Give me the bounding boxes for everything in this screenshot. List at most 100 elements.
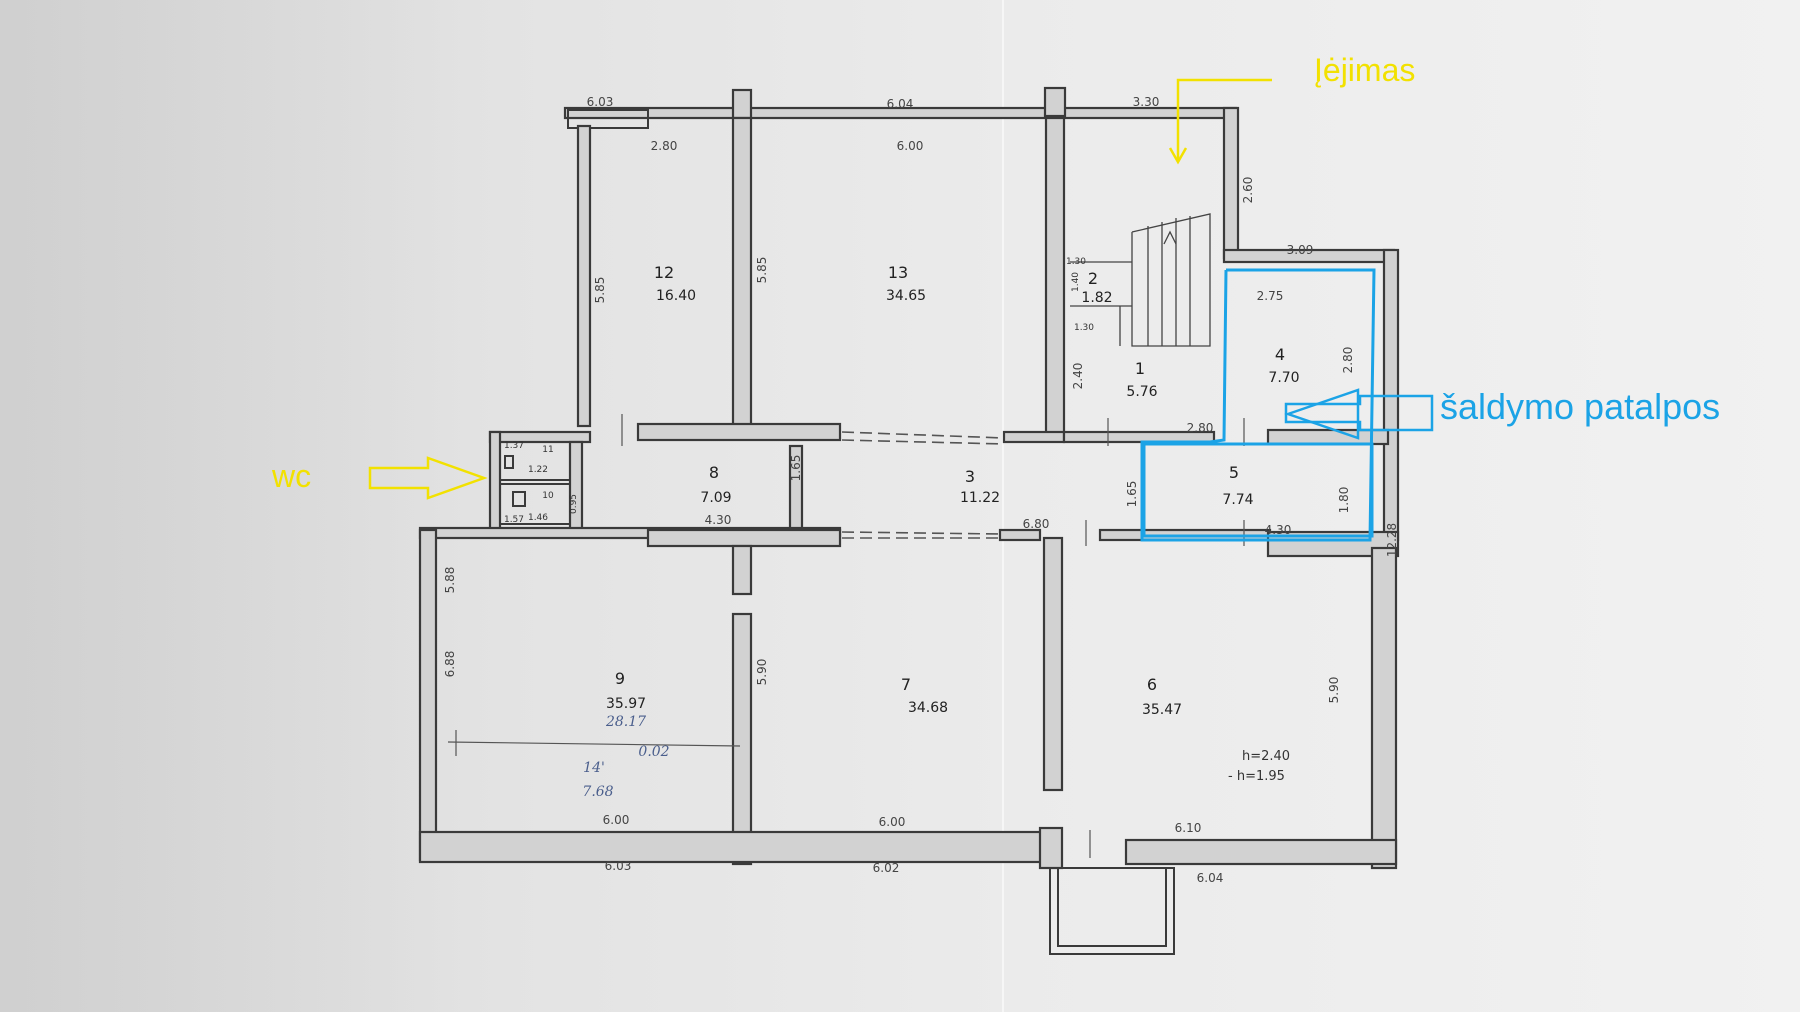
dash-top-2 (841, 439, 1005, 445)
room-6-number: 6 (1147, 675, 1157, 694)
wall-lower-right (1370, 546, 1398, 870)
room-7-number: 7 (901, 675, 911, 694)
dim-stair-b: 1.40 (1071, 272, 1081, 292)
dashed-lines (841, 431, 1005, 539)
wall-top-right (1044, 106, 1238, 120)
dim-room4-outer-width: 3.09 (1287, 243, 1314, 257)
room-4-number: 4 (1275, 345, 1285, 364)
wall-corridor-top-mid (1002, 430, 1066, 444)
wall-corridor-bottom-mid (646, 528, 842, 548)
dim-bottom-left-outer: 6.03 (605, 859, 632, 873)
wall-bottom-column (1038, 826, 1064, 870)
dim-room7-height: 5.90 (755, 659, 769, 686)
entrance-label: Įėjimas (1314, 52, 1416, 88)
room-12-number: 12 (654, 263, 674, 282)
room-7-area: 34.68 (908, 700, 948, 716)
dim-room9-height: 5.88 (443, 567, 457, 594)
cold-rooms-outline (1140, 268, 1376, 542)
stair-outline (1131, 213, 1211, 347)
room-3-area: 11.22 (960, 490, 1000, 506)
room-11-area: 1.22 (528, 465, 548, 475)
dim-corridor-height-a: 1.65 (789, 455, 803, 482)
room-2-area: 1.82 (1081, 290, 1112, 306)
room-5-area: 7.74 (1222, 492, 1253, 508)
room-8-area: 7.09 (700, 490, 731, 506)
dim-room4-width: 2.75 (1257, 289, 1284, 303)
porch-inner (1057, 867, 1167, 947)
room-8-number: 8 (709, 463, 719, 482)
wall-9-7-top (731, 544, 753, 596)
hand-room9-extra-a: 14' (583, 760, 605, 776)
dim-room6-width: 6.10 (1175, 821, 1202, 835)
dim-top-right-outer: 3.30 (1133, 95, 1160, 109)
wall-corridor-bottom-a (998, 528, 1042, 542)
room-9-number: 9 (615, 669, 625, 688)
wall-7-6 (1042, 536, 1064, 792)
dash-bottom (841, 531, 1001, 535)
room-10-area: 1.46 (528, 513, 548, 523)
dim-room4-height: 2.80 (1341, 347, 1355, 374)
cold-rooms-arrow-head (1284, 388, 1360, 440)
dimension-labels: 6.03 6.04 3.30 2.80 6.00 5.85 5.85 2.60 … (443, 95, 1399, 885)
room-10-number: 10 (542, 491, 554, 501)
dash-top (841, 431, 1005, 439)
wall-corridor-top-left (636, 422, 842, 442)
wc-arrow (368, 456, 488, 500)
walls (418, 86, 1400, 955)
room-13-area: 34.65 (886, 288, 926, 304)
entrance-arrow-line (1176, 78, 1272, 160)
room-5-number: 5 (1229, 463, 1239, 482)
wall-bottom-left (418, 830, 1052, 864)
column-top-b (1043, 86, 1067, 118)
dim-room1-height: 2.40 (1071, 363, 1085, 390)
room-1-area: 5.76 (1126, 384, 1157, 400)
entrance-arrow-head (1168, 147, 1188, 165)
dim-room7-width: 6.00 (879, 815, 906, 829)
dim-top-mid-outer: 6.04 (887, 97, 914, 111)
dim-wc-a: 1.37 (504, 441, 524, 451)
height-notes: h=2.40 - h=1.95 (1228, 749, 1290, 784)
wall-wc-left (488, 430, 502, 534)
dim-right-upper-height: 2.60 (1241, 177, 1255, 204)
room-12-area: 16.40 (656, 288, 696, 304)
stair-arrow (1163, 230, 1177, 245)
wall-9-7 (731, 612, 753, 866)
dim-corridor-height-b: 1.65 (1125, 481, 1139, 508)
dim-room13-width: 6.00 (897, 139, 924, 153)
wall-right-upper (1222, 106, 1240, 260)
wc-label: wc (272, 458, 312, 494)
dim-room5-height: 1.80 (1337, 487, 1351, 514)
annotation-arrows (368, 78, 1434, 500)
dim-room9-width: 6.00 (603, 813, 630, 827)
hand-room9-extra-b: 7.68 (582, 784, 613, 800)
dim-room12-height: 5.85 (593, 277, 607, 304)
room9-line (447, 741, 741, 747)
room-3-number: 3 (965, 467, 975, 486)
dim-wc-b: 1.57 (504, 515, 524, 525)
room-labels: 12 16.40 13 34.65 2 1.82 1 5.76 4 7.70 5… (528, 263, 1300, 718)
wall-wc-right (568, 440, 584, 534)
dim-stair-c: 1.30 (1074, 323, 1094, 333)
dim-wc-c: 0.95 (569, 494, 579, 514)
room-2-number: 2 (1088, 269, 1098, 288)
paper-shadow (0, 0, 480, 1012)
dim-bottom-right-outer: 6.04 (1197, 871, 1224, 885)
dim-room9-height-left: 6.88 (443, 651, 457, 678)
wall-lower-left (418, 528, 438, 862)
dim-room5-width: 4.30 (1265, 523, 1292, 537)
cold-room-5-outline (1142, 442, 1374, 538)
room-6-area: 35.47 (1142, 702, 1182, 718)
wc-fixture-a (504, 455, 514, 469)
wall-bottom-right (1124, 838, 1398, 866)
note-height-low: - h=1.95 (1228, 769, 1285, 784)
dim-room12-width: 2.80 (651, 139, 678, 153)
wall-12-13 (731, 116, 753, 430)
dim-room8-width: 4.30 (705, 513, 732, 527)
dim-bottom-mid-outer: 6.02 (873, 861, 900, 875)
dim-top-left-outer: 6.03 (587, 95, 614, 109)
hand-room9-total: 28.17 (605, 714, 646, 730)
paper-fold-line (1002, 0, 1004, 1012)
handwritten-notes: 28.17 14' 7.68 0.02 (582, 714, 669, 800)
dim-right-outer-height: 12.28 (1385, 523, 1399, 557)
